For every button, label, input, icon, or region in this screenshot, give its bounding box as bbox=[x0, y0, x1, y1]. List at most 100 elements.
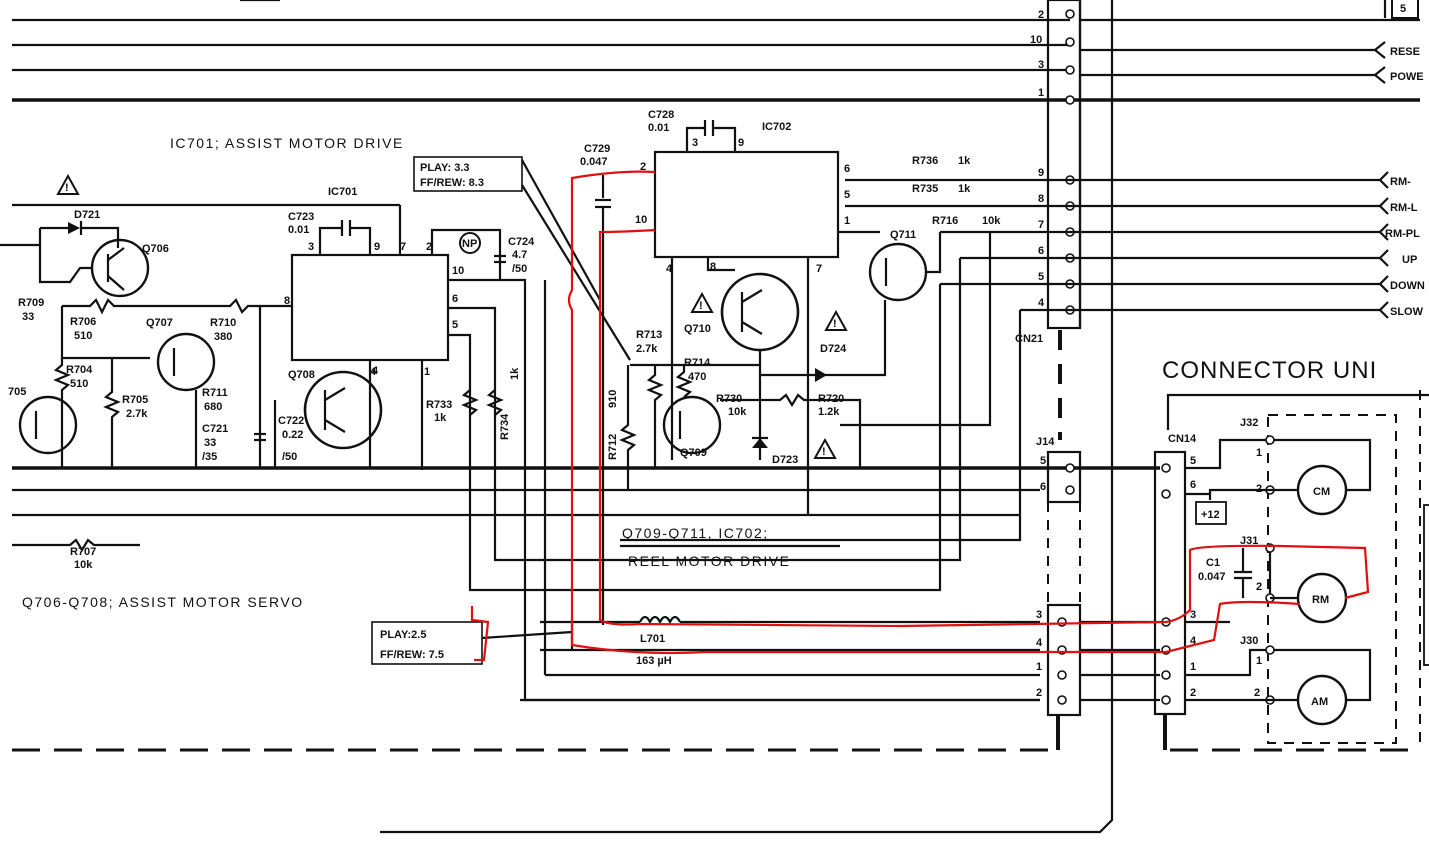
svg-text:5: 5 bbox=[1040, 455, 1046, 467]
svg-text:510: 510 bbox=[74, 330, 92, 342]
svg-text:7: 7 bbox=[400, 241, 406, 253]
j14-connector: J14 5 6 3 4 1 2 bbox=[520, 436, 1160, 750]
ic701-title: IC701; ASSIST MOTOR DRIVE bbox=[170, 135, 404, 151]
svg-text:2: 2 bbox=[1256, 581, 1262, 593]
svg-text:7: 7 bbox=[1038, 219, 1044, 231]
svg-text:0.01: 0.01 bbox=[288, 224, 309, 236]
svg-text:4: 4 bbox=[1036, 637, 1043, 649]
svg-text:2: 2 bbox=[1036, 687, 1042, 699]
svg-text:1k: 1k bbox=[958, 183, 971, 195]
svg-text:/50: /50 bbox=[512, 263, 527, 275]
svg-text:R710: R710 bbox=[210, 317, 236, 329]
svg-text:C1: C1 bbox=[1206, 557, 1220, 569]
svg-text:Q710: Q710 bbox=[684, 323, 711, 335]
red-highlight-trace bbox=[470, 170, 1370, 662]
svg-text:J30: J30 bbox=[1240, 635, 1258, 647]
svg-text:2: 2 bbox=[640, 161, 646, 173]
svg-text:R711: R711 bbox=[202, 387, 228, 399]
svg-text:CN14: CN14 bbox=[1168, 433, 1197, 445]
svg-text:C723: C723 bbox=[288, 211, 314, 223]
svg-text:!: ! bbox=[833, 318, 837, 330]
svg-text:J14: J14 bbox=[1036, 436, 1055, 448]
svg-text:R707: R707 bbox=[70, 546, 96, 558]
callout-top-ff: FF/REW: 8.3 bbox=[420, 177, 484, 189]
svg-text:4: 4 bbox=[1038, 297, 1045, 309]
svg-text:1: 1 bbox=[844, 215, 850, 227]
svg-text:4: 4 bbox=[1190, 635, 1197, 647]
svg-text:2.7k: 2.7k bbox=[126, 408, 148, 420]
cn21-label: CN21 bbox=[1015, 333, 1043, 345]
ic702-chip bbox=[653, 150, 840, 259]
svg-text:470: 470 bbox=[688, 371, 706, 383]
svg-text:D723: D723 bbox=[772, 454, 798, 466]
svg-text:1k: 1k bbox=[509, 367, 521, 380]
svg-text:C722: C722 bbox=[278, 415, 304, 427]
assist-servo-title: Q706-Q708; ASSIST MOTOR SERVO bbox=[22, 594, 304, 610]
svg-text:R716: R716 bbox=[932, 215, 958, 227]
svg-text:!: ! bbox=[822, 446, 826, 458]
signal-down: DOWN bbox=[1390, 280, 1425, 292]
svg-text:9: 9 bbox=[738, 137, 744, 149]
svg-text:3: 3 bbox=[1036, 609, 1042, 621]
ic702-section: IC702 C728 0.01 3 9 2 10 6 5 1 4 8 7 C72… bbox=[413, 109, 1022, 625]
svg-text:Q707: Q707 bbox=[146, 317, 173, 329]
svg-text:R709: R709 bbox=[18, 297, 44, 309]
reel-group-title: Q709-Q711, IC702; bbox=[622, 525, 769, 541]
signal-up: UP bbox=[1402, 254, 1417, 266]
svg-text:!: ! bbox=[65, 182, 69, 194]
svg-text:0.047: 0.047 bbox=[1198, 571, 1226, 583]
svg-text:33: 33 bbox=[22, 311, 34, 323]
svg-text:AM: AM bbox=[1311, 696, 1328, 708]
svg-text:4: 4 bbox=[666, 263, 673, 275]
main-rails bbox=[12, 466, 1420, 752]
svg-text:1: 1 bbox=[1256, 655, 1262, 667]
signal-slow: SLOW bbox=[1390, 306, 1424, 318]
svg-text:R712: R712 bbox=[607, 434, 619, 460]
svg-text:2: 2 bbox=[1190, 687, 1196, 699]
svg-text:705: 705 bbox=[8, 386, 26, 398]
motor-cm bbox=[1296, 464, 1348, 516]
svg-text:7: 7 bbox=[816, 263, 822, 275]
svg-text:8: 8 bbox=[710, 261, 716, 273]
ic701-section: IC701; ASSIST MOTOR DRIVE IC701 C723 0.0… bbox=[12, 135, 1040, 702]
svg-text:C724: C724 bbox=[508, 236, 535, 248]
svg-text:R704: R704 bbox=[66, 364, 93, 376]
svg-text:5: 5 bbox=[452, 319, 458, 331]
svg-text:4: 4 bbox=[370, 366, 377, 378]
svg-text:6: 6 bbox=[844, 163, 850, 175]
svg-text:6: 6 bbox=[1040, 481, 1046, 493]
svg-text:R734: R734 bbox=[499, 413, 511, 440]
svg-text:1: 1 bbox=[1038, 87, 1044, 99]
svg-text:3: 3 bbox=[1038, 59, 1044, 71]
svg-text:R714: R714 bbox=[684, 357, 711, 369]
svg-text:10: 10 bbox=[452, 265, 464, 277]
svg-text:R736: R736 bbox=[912, 155, 938, 167]
svg-text:5: 5 bbox=[1038, 271, 1044, 283]
svg-text:0.047: 0.047 bbox=[580, 156, 608, 168]
svg-text:2.7k: 2.7k bbox=[636, 343, 658, 355]
signal-rm-play: RM-PL bbox=[1385, 228, 1420, 240]
svg-text:R733: R733 bbox=[426, 399, 452, 411]
svg-text:5: 5 bbox=[844, 189, 850, 201]
svg-text:NP: NP bbox=[462, 238, 477, 250]
svg-text:C721: C721 bbox=[202, 423, 228, 435]
svg-text:Q709: Q709 bbox=[680, 447, 707, 459]
svg-text:C729: C729 bbox=[584, 143, 610, 155]
svg-text:D724: D724 bbox=[820, 343, 847, 355]
svg-text:4.7: 4.7 bbox=[512, 249, 527, 261]
signal-rm-l: RM-L bbox=[1390, 202, 1418, 214]
callout-bottom-play: PLAY:2.5 bbox=[380, 629, 426, 641]
svg-text:10k: 10k bbox=[982, 215, 1001, 227]
svg-text:Q708: Q708 bbox=[288, 369, 315, 381]
svg-text:2: 2 bbox=[426, 241, 432, 253]
svg-text:Q711: Q711 bbox=[890, 229, 916, 241]
page-number: 5 bbox=[1400, 3, 1406, 15]
svg-text:33: 33 bbox=[204, 437, 216, 449]
svg-text:IC702: IC702 bbox=[762, 121, 791, 133]
ic701-chip bbox=[290, 253, 450, 362]
svg-text:4: 4 bbox=[372, 365, 379, 377]
motor-am bbox=[1296, 674, 1348, 726]
cn21-connector: 2 10 3 1 9 8 7 6 5 4 CN21 bbox=[380, 0, 1114, 834]
svg-text:2: 2 bbox=[1254, 687, 1260, 699]
svg-text:R713: R713 bbox=[636, 329, 662, 341]
